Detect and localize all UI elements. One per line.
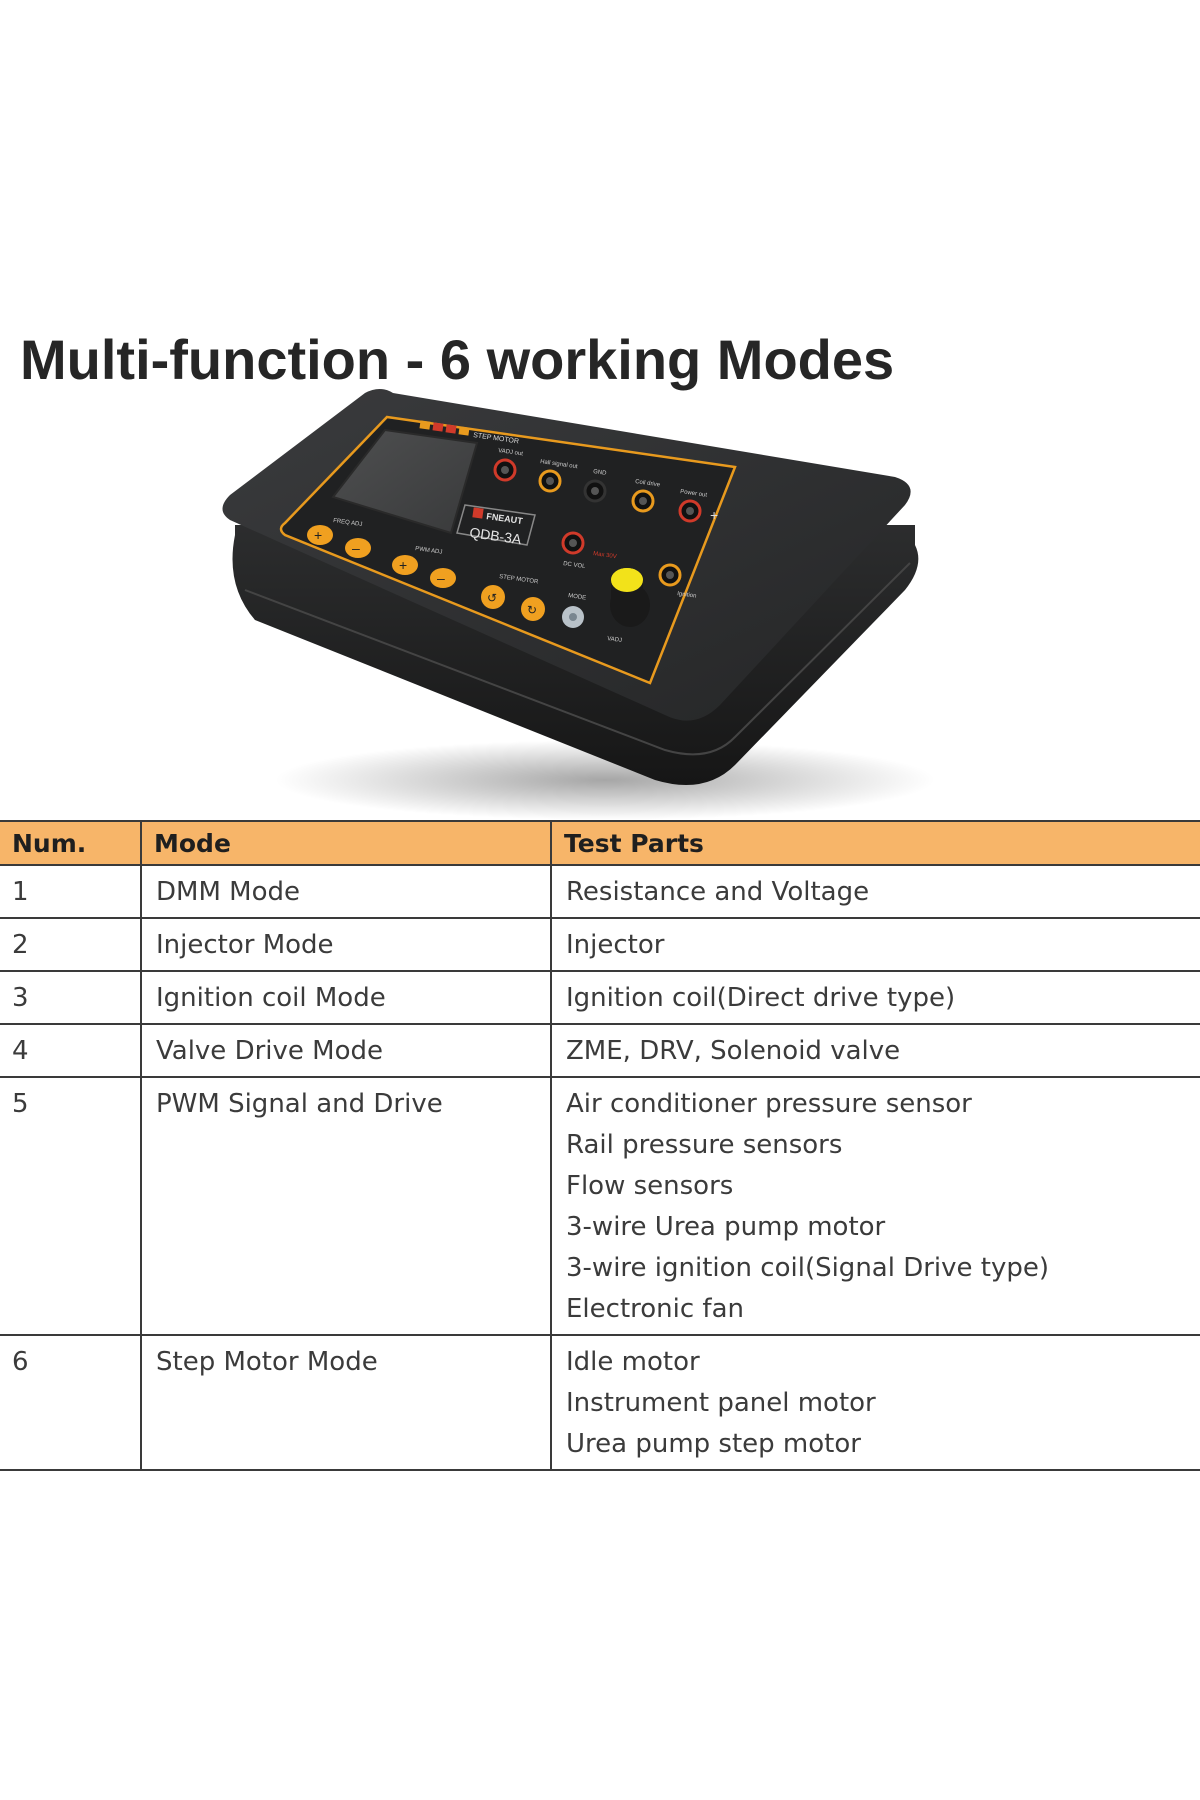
row-num: 4 xyxy=(0,1024,141,1078)
terminal-coil-drive xyxy=(631,489,655,513)
table-row: 2 Injector Mode Injector xyxy=(0,918,1200,972)
terminal-ignition xyxy=(658,563,682,587)
pwm-minus-button: – xyxy=(430,568,456,588)
terminal-power-out xyxy=(678,499,702,523)
row-mode: Injector Mode xyxy=(140,918,551,972)
svg-text:+: + xyxy=(314,527,322,543)
row-mode: Valve Drive Mode xyxy=(140,1024,551,1078)
header-test-parts: Test Parts xyxy=(550,820,1200,866)
svg-text:↺: ↺ xyxy=(487,591,497,605)
test-part: Idle motor xyxy=(566,1347,700,1377)
table-row: 1 DMM Mode Resistance and Voltage xyxy=(0,865,1200,919)
test-part: Air conditioner pressure sensor xyxy=(566,1089,972,1119)
row-mode: PWM Signal and Drive xyxy=(140,1077,551,1336)
freq-plus-button: + xyxy=(307,525,333,545)
svg-text:–: – xyxy=(352,540,360,556)
test-part: Urea pump step motor xyxy=(566,1429,861,1459)
step-cw-button: ↻ xyxy=(521,597,545,621)
test-part: Flow sensors xyxy=(566,1171,734,1201)
vadj-knob xyxy=(610,568,650,627)
mode-button xyxy=(562,606,584,628)
panel-label-freq-adj: FREQ ADJ xyxy=(333,518,363,528)
page-title: Multi-function - 6 working Modes xyxy=(20,328,895,391)
test-part: Electronic fan xyxy=(566,1294,744,1324)
modes-table: Num. Mode Test Parts 1 DMM Mode Resistan… xyxy=(0,820,1200,1471)
panel-label-gnd: GND xyxy=(593,469,608,477)
row-num: 1 xyxy=(0,865,141,919)
row-mode: Step Motor Mode xyxy=(140,1335,551,1471)
row-mode: DMM Mode xyxy=(140,865,551,919)
table-row: 6 Step Motor Mode Idle motor Instrument … xyxy=(0,1335,1200,1471)
test-part: Ignition coil(Direct drive type) xyxy=(566,983,956,1013)
header-mode: Mode xyxy=(140,820,551,866)
test-part: 3-wire Urea pump motor xyxy=(566,1212,886,1242)
test-part: Resistance and Voltage xyxy=(566,877,870,907)
row-num: 3 xyxy=(0,971,141,1025)
terminal-hall-signal xyxy=(538,469,562,493)
row-parts: Air conditioner pressure sensor Rail pre… xyxy=(550,1077,1200,1336)
table-header-row: Num. Mode Test Parts xyxy=(0,820,1200,866)
test-part: 3-wire ignition coil(Signal Drive type) xyxy=(566,1253,1050,1283)
table-row: 3 Ignition coil Mode Ignition coil(Direc… xyxy=(0,971,1200,1025)
panel-label-dc-vol: DC VOL xyxy=(563,561,587,570)
panel-label-max-30v: Max 30V xyxy=(593,551,617,560)
svg-text:–: – xyxy=(437,570,445,586)
header-num: Num. xyxy=(0,820,141,866)
row-num: 5 xyxy=(0,1077,141,1336)
row-parts: Resistance and Voltage xyxy=(550,865,1200,919)
panel-label-hall-signal-out: Hall signal out xyxy=(540,459,578,470)
panel-label-ignition: Ignition xyxy=(677,591,697,600)
model-name: QDB-3A xyxy=(469,524,523,547)
svg-text:+: + xyxy=(399,557,407,573)
test-part: Rail pressure sensors xyxy=(566,1130,843,1160)
terminal-vadj-out xyxy=(493,458,517,482)
panel-label-power-out: Power out xyxy=(680,489,708,499)
panel-label-pwm-adj: PWM ADJ xyxy=(415,546,443,556)
terminal-dc-vol xyxy=(561,531,585,555)
terminal-gnd xyxy=(583,479,607,503)
step-ccw-button: ↺ xyxy=(481,585,505,609)
device-image: STEP MOTOR VADJ out Hall signal out GND … xyxy=(215,385,935,845)
panel-label-coil-drive: Coil drive xyxy=(635,479,661,489)
row-num: 2 xyxy=(0,918,141,972)
panel-label-vadj: VADJ xyxy=(607,636,623,644)
test-part: Instrument panel motor xyxy=(566,1388,876,1418)
svg-text:↻: ↻ xyxy=(527,603,537,617)
row-parts: Injector xyxy=(550,918,1200,972)
panel-label-step-motor: STEP MOTOR xyxy=(499,574,540,586)
pwm-plus-button: + xyxy=(392,555,418,575)
test-part: Injector xyxy=(566,930,665,960)
test-part: ZME, DRV, Solenoid valve xyxy=(566,1036,901,1066)
row-parts: ZME, DRV, Solenoid valve xyxy=(550,1024,1200,1078)
plus-symbol: + xyxy=(710,507,718,523)
table-row: 4 Valve Drive Mode ZME, DRV, Solenoid va… xyxy=(0,1024,1200,1078)
row-parts: Ignition coil(Direct drive type) xyxy=(550,971,1200,1025)
row-num: 6 xyxy=(0,1335,141,1471)
row-mode: Ignition coil Mode xyxy=(140,971,551,1025)
table-row: 5 PWM Signal and Drive Air conditioner p… xyxy=(0,1077,1200,1336)
qdb-3a-device-illustration: STEP MOTOR VADJ out Hall signal out GND … xyxy=(222,389,935,820)
row-parts: Idle motor Instrument panel motor Urea p… xyxy=(550,1335,1200,1471)
panel-label-vadj-out: VADJ out xyxy=(498,448,524,457)
panel-label-mode: MODE xyxy=(568,593,587,601)
freq-minus-button: – xyxy=(345,538,371,558)
